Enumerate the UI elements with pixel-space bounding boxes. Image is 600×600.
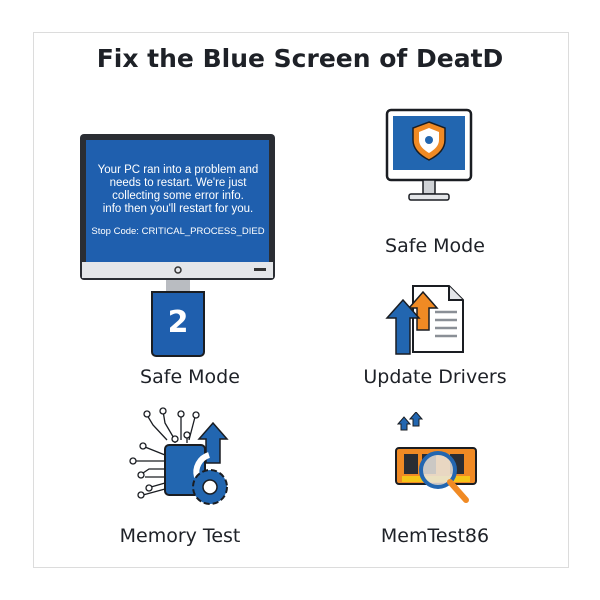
- label-update-drivers: Update Drivers: [363, 366, 507, 388]
- infographic-card: [33, 32, 569, 568]
- label-memory-test: Memory Test: [119, 525, 241, 547]
- bsod-line: Your PC ran into a problem and: [97, 164, 259, 176]
- step-number: 2: [167, 305, 189, 340]
- bsod-line: needs to restart. We're just: [109, 177, 247, 189]
- label-memtest86: MemTest86: [380, 525, 490, 547]
- bsod-monitor-icon: [80, 134, 275, 357]
- document-upload-icon: [385, 285, 464, 355]
- bsod-screen-text: Your PC ran into a problem and needs to …: [90, 142, 266, 257]
- monitor-shield-icon: [385, 108, 473, 201]
- label-safe-mode-right: Safe Mode: [385, 235, 485, 257]
- bsod-line: info then you'll restart for you.: [102, 203, 254, 215]
- label-safe-mode-left: Safe Mode: [140, 366, 240, 388]
- stop-code: Stop Code: CRITICAL_PROCESS_DIED: [91, 226, 265, 237]
- bsod-line: collecting some error info.: [112, 190, 244, 202]
- chip-gear-icon: [129, 407, 229, 505]
- page-title: Fix the Blue Screen of DeatD: [96, 44, 504, 73]
- ram-magnifier-icon: [395, 412, 477, 503]
